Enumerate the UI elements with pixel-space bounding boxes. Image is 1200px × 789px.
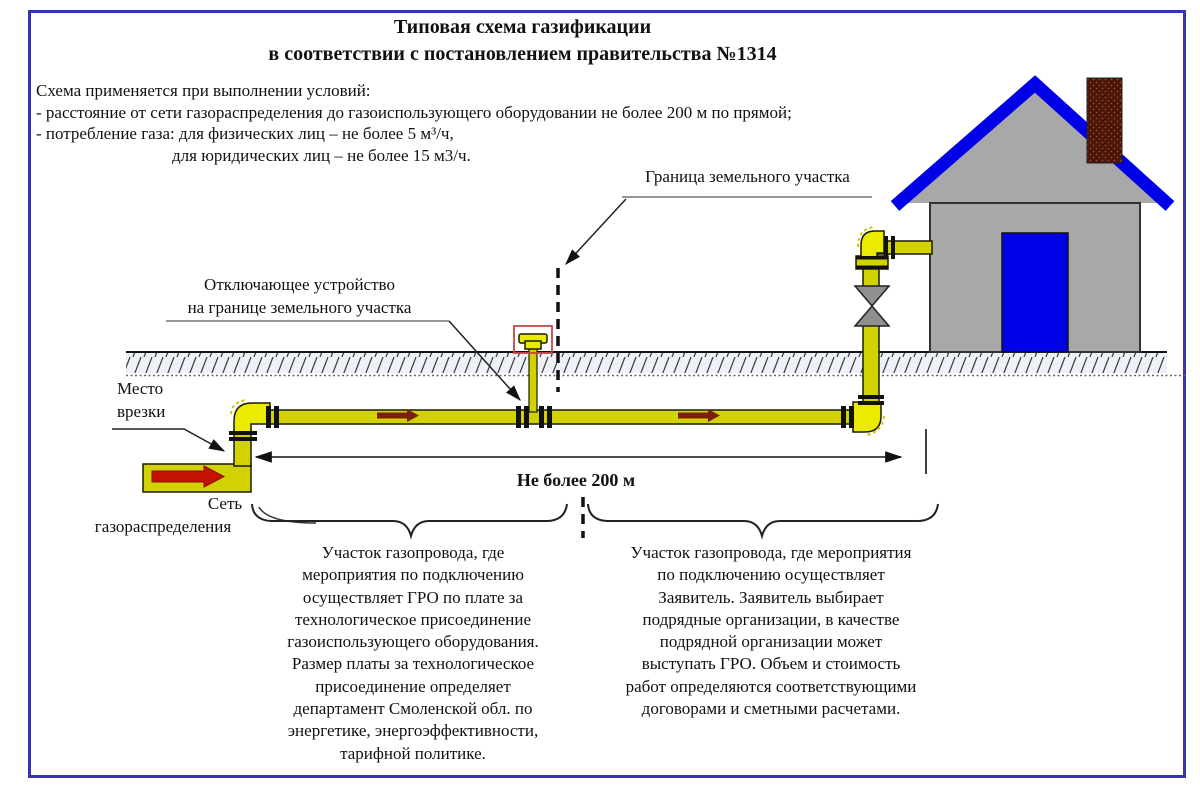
flange-bar xyxy=(547,406,552,428)
flange-bar xyxy=(539,406,544,428)
disconnect-valve-stem xyxy=(528,347,538,413)
network-label-word2: газораспределения xyxy=(94,517,232,536)
flange-bar xyxy=(856,265,888,269)
flange-bar xyxy=(266,406,271,428)
main-pipeline xyxy=(266,409,855,425)
gate-valve-bottom xyxy=(853,304,891,327)
tap-riser-pipe xyxy=(233,429,252,467)
flow-arrow-icon xyxy=(151,465,226,488)
flange-bar xyxy=(849,406,854,428)
pipeline-end-elbow-arc xyxy=(866,415,885,436)
gate-valve-top xyxy=(853,285,891,308)
flange-bar xyxy=(884,236,888,259)
flange-bar xyxy=(229,437,257,441)
flow-arrow-icon xyxy=(678,409,720,422)
house-riser-elbow xyxy=(860,230,885,259)
segment-braces xyxy=(251,503,939,540)
boundary-leader-arrow xyxy=(565,198,627,265)
conditions-item-legal: для юридических лиц – не более 15 м3/ч. xyxy=(172,145,471,165)
flange-bar xyxy=(524,406,529,428)
dimension-200m xyxy=(254,429,927,474)
page-title-line2: в соответствии с постановлением правител… xyxy=(268,43,777,65)
page-border-frame xyxy=(28,10,1186,778)
flange-bar xyxy=(229,431,257,435)
disconnect-leader-arrow xyxy=(448,320,521,402)
max-distance-label: Не более 200 м xyxy=(516,470,636,490)
elbow-arc-marks xyxy=(230,226,885,436)
house xyxy=(890,75,1175,353)
pipeline-flow-arrows xyxy=(377,409,720,422)
tap-leader-arrow xyxy=(112,428,226,452)
pipeline-end-elbow xyxy=(852,401,882,433)
house-riser-elbow-arc xyxy=(857,226,875,248)
flange-bar xyxy=(841,406,846,428)
note-applicant-segment: Участок газопровода, где мероприятия по … xyxy=(625,543,917,719)
ground xyxy=(126,351,1186,377)
ground-hatch-band xyxy=(126,352,1167,373)
pipe-flanges xyxy=(229,236,895,441)
tap-elbow-arc xyxy=(230,399,247,415)
flange-bar xyxy=(858,401,884,405)
disconnect-device-label: Отключающее устройство на границе земель… xyxy=(187,275,412,317)
flange-bar xyxy=(516,406,521,428)
tap-point-label: Место врезки xyxy=(117,379,166,421)
conditions-item-consumption: - потребление газа: для физических лиц –… xyxy=(36,124,454,143)
boundary-label: Граница земельного участка xyxy=(645,167,850,186)
conditions-intro: Схема применяется при выполнении условий… xyxy=(36,81,371,100)
label-leaders xyxy=(112,196,872,524)
flange-bar xyxy=(856,256,888,260)
chimney xyxy=(1086,77,1123,164)
roof-gable xyxy=(898,86,1167,203)
flange-bar xyxy=(274,406,279,428)
gate-valve-icon xyxy=(853,285,891,327)
flange-bar xyxy=(891,236,895,259)
page-title-line1: Типовая схема газификации xyxy=(393,16,652,38)
flow-arrow-icon xyxy=(377,409,419,422)
brace-right-segment xyxy=(587,503,939,540)
conditions-item-distance: - расстояние от сети газораспределения д… xyxy=(36,102,792,122)
tap-elbow xyxy=(233,402,271,435)
network-label-leader-curve xyxy=(258,506,317,524)
disconnect-device-highlight-box xyxy=(513,325,553,354)
house-door xyxy=(1001,232,1069,353)
conditions-block: Схема применяется при выполнении условий… xyxy=(36,80,956,166)
house-riser-upper xyxy=(862,267,880,289)
property-boundary-line xyxy=(556,268,585,538)
brace-left-segment xyxy=(251,503,568,540)
house-riser-lower xyxy=(862,324,880,406)
disconnect-valve-neck xyxy=(524,340,542,350)
flange-bar xyxy=(858,395,884,399)
note-gro-segment: Участок газопровода, где мероприятия по … xyxy=(287,543,539,763)
roof-edge xyxy=(890,75,1175,211)
pipe-elbows xyxy=(233,230,885,435)
network-label-word1: Сеть xyxy=(207,494,243,513)
